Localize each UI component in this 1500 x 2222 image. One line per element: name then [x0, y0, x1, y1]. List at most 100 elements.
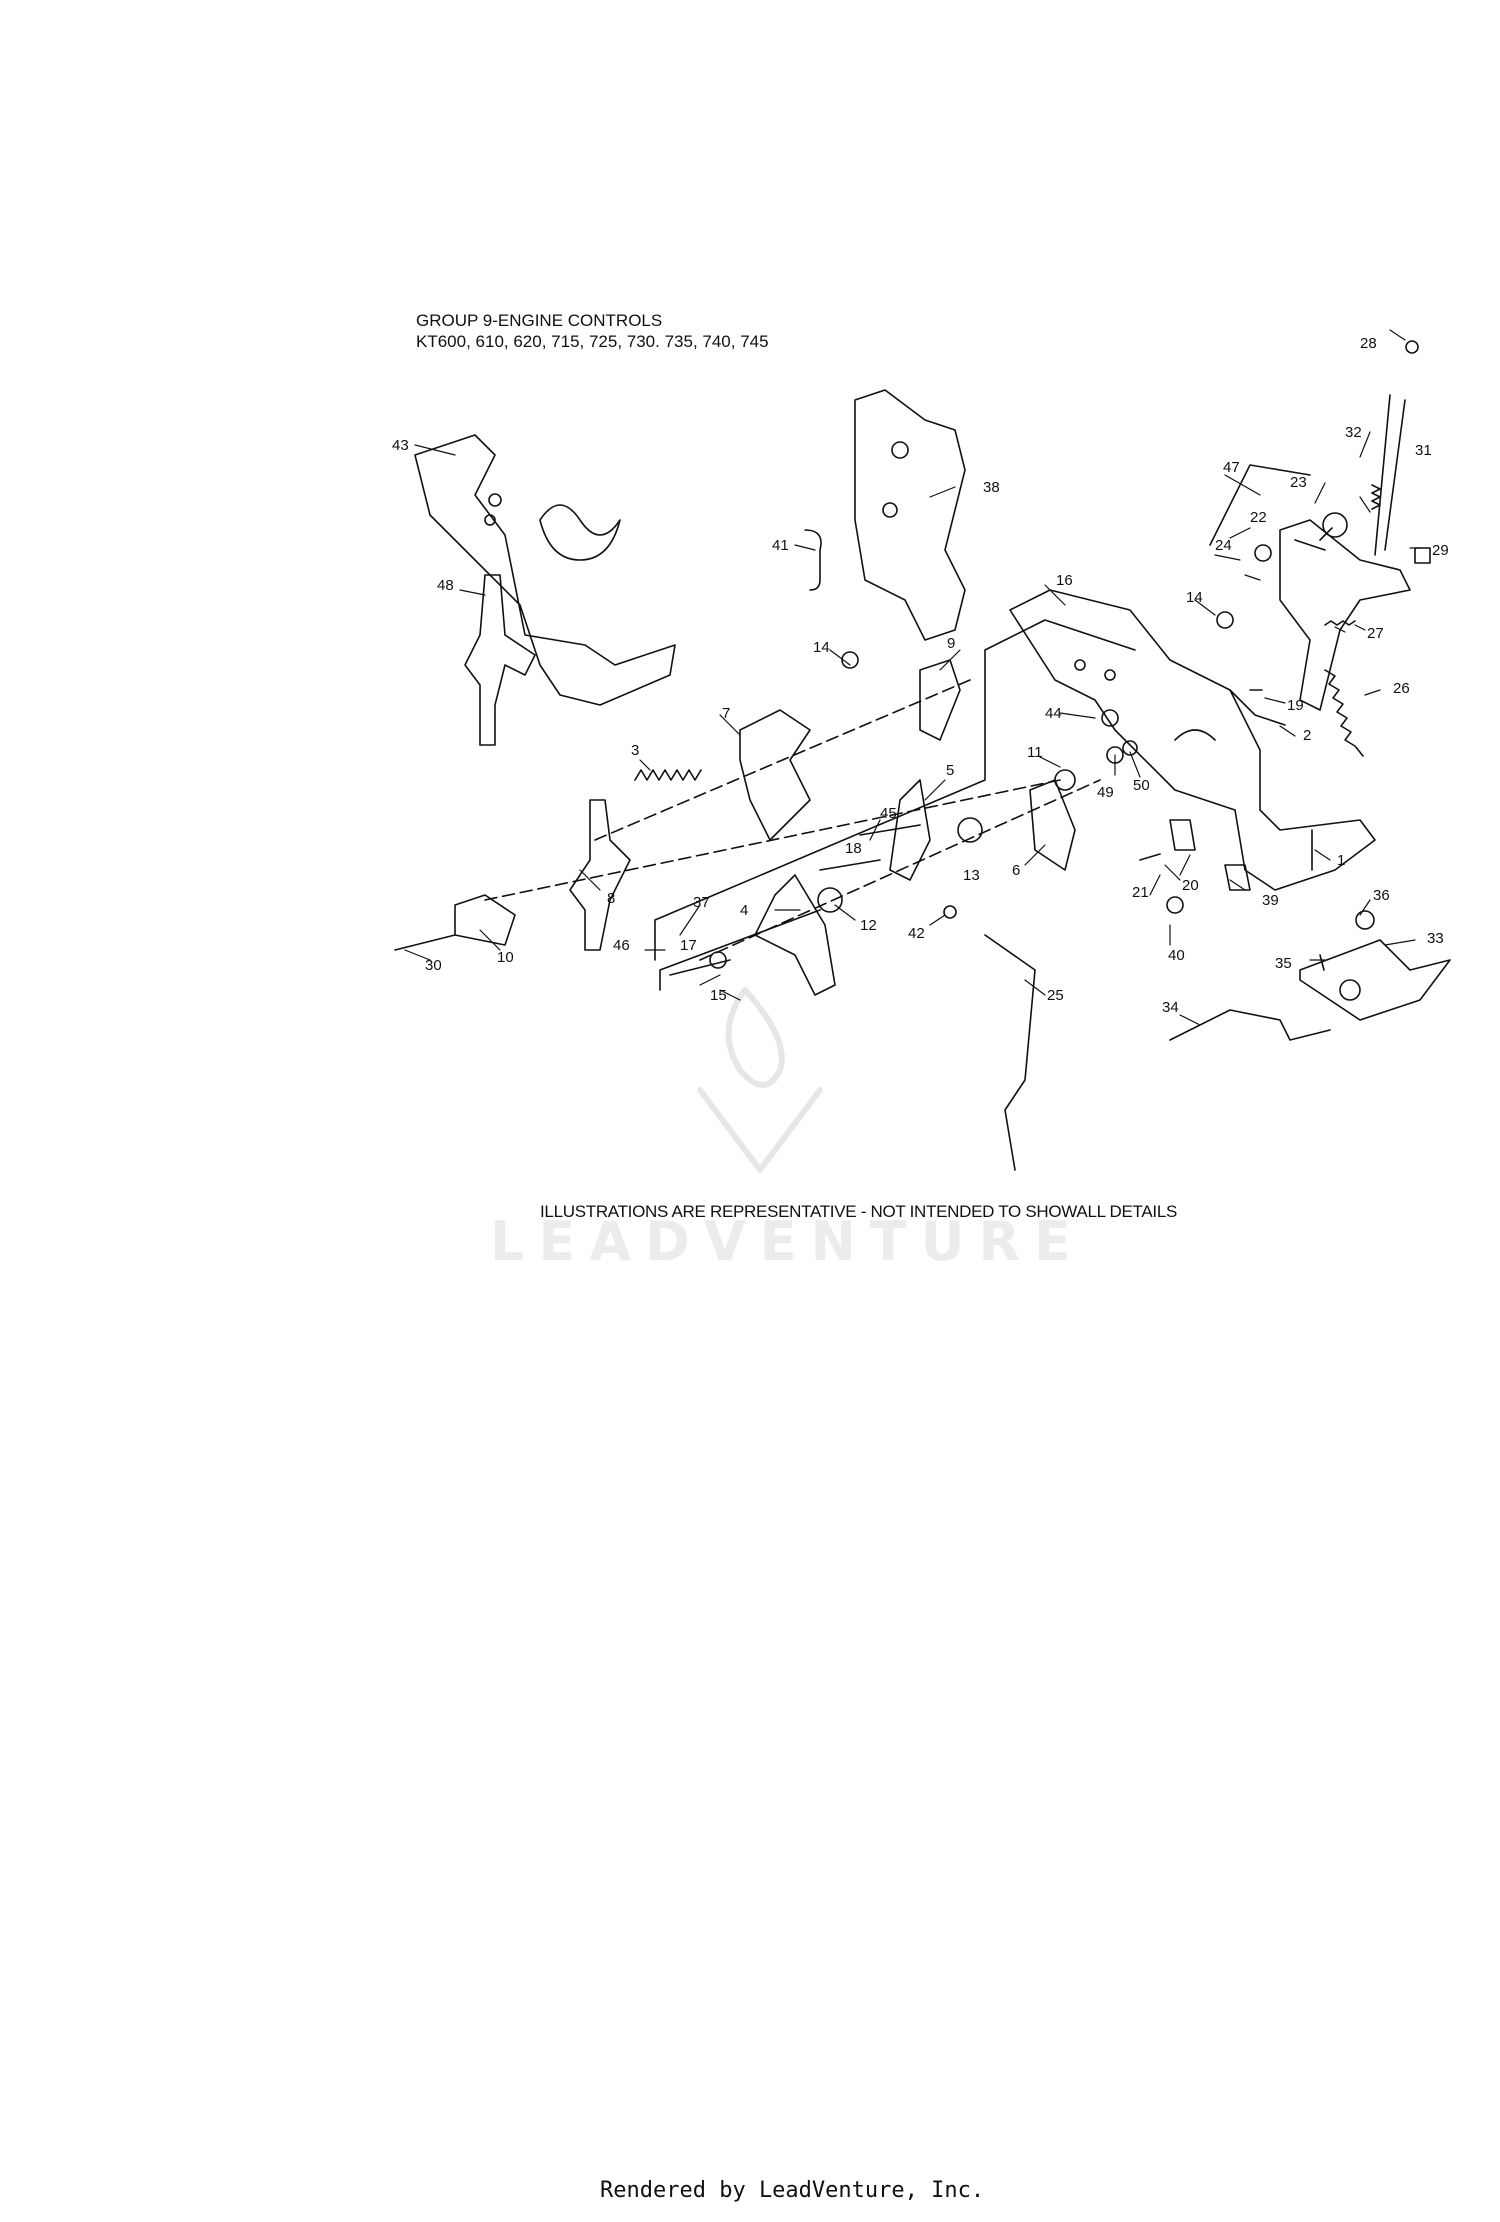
callout-20: 20 [1182, 877, 1199, 894]
part-21-bolt [1139, 853, 1161, 861]
part-34-rod [1169, 1009, 1331, 1041]
part-20-clip [1169, 819, 1196, 851]
callout-34: 34 [1162, 999, 1179, 1016]
part-26-spring [1324, 669, 1364, 757]
part-36-nut [1355, 910, 1375, 930]
part-11-washer [1054, 769, 1076, 791]
group-37-bracket [659, 909, 821, 991]
part-14-nut-1 [841, 651, 859, 669]
part-14-nut-2 [1216, 611, 1234, 629]
callout-2: 2 [1303, 727, 1311, 744]
diagram-title: GROUP 9-ENGINE CONTROLS KT600, 610, 620,… [416, 310, 769, 352]
callout-39: 39 [1262, 892, 1279, 909]
callout-18: 18 [845, 840, 862, 857]
part-43-spring [539, 504, 621, 561]
part-41-clip [804, 529, 822, 591]
callout-44: 44 [1045, 705, 1062, 722]
callout-47: 47 [1223, 459, 1240, 476]
part-18-bolt [819, 859, 881, 871]
part-33-bracket [1299, 939, 1451, 1021]
part-28-nut [1405, 340, 1419, 354]
leader-lines [404, 329, 1421, 1026]
part-50-washer [1122, 740, 1138, 756]
callout-16: 16 [1056, 572, 1073, 589]
part-47-bracket [1279, 519, 1411, 711]
callout-45: 45 [880, 805, 897, 822]
callout-8: 8 [607, 890, 615, 907]
part-27-spring [1324, 620, 1356, 626]
callout-17: 17 [680, 937, 697, 954]
callout-25: 25 [1047, 987, 1064, 1004]
callout-28: 28 [1360, 335, 1377, 352]
part-4-lever [754, 874, 836, 996]
callout-3: 3 [631, 742, 639, 759]
callout-48: 48 [437, 577, 454, 594]
group-46-bracket [654, 619, 1136, 961]
callout-labels: 1 2 3 4 5 6 7 8 9 10 11 12 13 14 14 15 1… [392, 335, 1449, 1016]
part-24-nut [1254, 544, 1272, 562]
callout-23: 23 [1290, 474, 1307, 491]
part-12-washer [817, 887, 843, 913]
callout-14a: 14 [813, 639, 830, 656]
part-38-plate [854, 389, 966, 641]
callout-49: 49 [1097, 784, 1114, 801]
title-line-2: KT600, 610, 620, 715, 725, 730. 735, 740… [416, 332, 769, 351]
callout-31: 31 [1415, 442, 1432, 459]
part-9-arm [919, 659, 961, 741]
part-30-bolt [394, 934, 456, 951]
part-8-lever [569, 799, 631, 951]
part-16-bracket [1009, 589, 1376, 891]
callout-6: 6 [1012, 862, 1020, 879]
callout-35: 35 [1275, 955, 1292, 972]
part-10-arm [454, 894, 516, 946]
title-line-1: GROUP 9-ENGINE CONTROLS [416, 311, 663, 330]
part-35-screw [1319, 954, 1325, 971]
callout-14b: 14 [1186, 589, 1203, 606]
part-44-spacer [1101, 709, 1119, 727]
callout-13: 13 [963, 867, 980, 884]
callout-11: 11 [1027, 744, 1043, 761]
footer-credit: Rendered by LeadVenture, Inc. [600, 2178, 985, 2203]
callout-43: 43 [392, 437, 409, 454]
disclaimer-note: ILLUSTRATIONS ARE REPRESENTATIVE - NOT I… [540, 1202, 1178, 1221]
callout-7: 7 [722, 705, 730, 722]
part-13-washer [957, 817, 983, 843]
callout-10: 10 [497, 949, 514, 966]
callout-42: 42 [908, 925, 925, 942]
callout-46: 46 [613, 937, 630, 954]
part-32-spring [1371, 484, 1381, 510]
callout-30: 30 [425, 957, 442, 974]
alignment-line-1 [484, 779, 1061, 901]
callout-4: 4 [740, 902, 748, 919]
callout-41: 41 [772, 537, 789, 554]
part-32-rod [1374, 394, 1391, 556]
callout-1: 1 [1337, 852, 1345, 869]
callout-26: 26 [1393, 680, 1410, 697]
callout-15: 15 [710, 987, 727, 1004]
part-29-clip [1414, 547, 1431, 564]
part-31-rod [1384, 399, 1406, 551]
part-22-pivot [1294, 539, 1326, 551]
part-7-lever [739, 709, 811, 841]
callout-19: 19 [1287, 697, 1304, 714]
watermark-logo [697, 987, 823, 1173]
part-2-spring [1229, 689, 1286, 726]
part-48-lever [464, 574, 536, 746]
callout-12: 12 [860, 917, 877, 934]
part-42-nut [943, 905, 957, 919]
callout-27: 27 [1367, 625, 1384, 642]
part-15-bolt [669, 959, 731, 976]
callout-32: 32 [1345, 424, 1362, 441]
callout-33: 33 [1427, 930, 1444, 947]
alignment-line-2 [594, 679, 971, 841]
callout-21: 21 [1132, 884, 1149, 901]
part-25-rod [984, 934, 1036, 1171]
callout-5: 5 [946, 762, 954, 779]
callout-37: 37 [693, 894, 710, 911]
callout-24: 24 [1215, 537, 1232, 554]
part-3-spring [634, 769, 702, 781]
callout-40: 40 [1168, 947, 1185, 964]
part-17-washer [709, 951, 727, 969]
part-45-bolt [859, 824, 921, 836]
